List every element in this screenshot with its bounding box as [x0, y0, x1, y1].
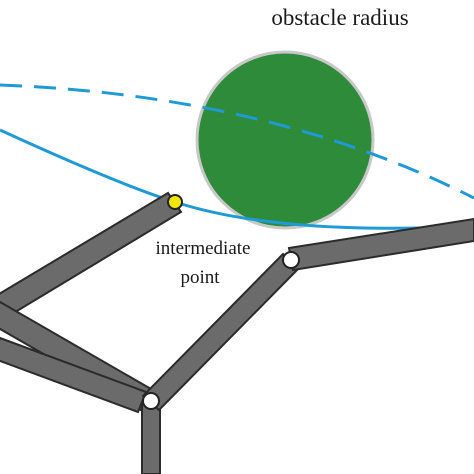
link-b2 [141, 252, 301, 412]
joint-base [142, 392, 160, 410]
link-a1 [0, 191, 183, 322]
intermediate-label-line2: point [180, 267, 220, 288]
joint-elbow [282, 251, 300, 269]
link-b1 [0, 336, 148, 414]
dashed-trajectory [0, 83, 474, 200]
intermediate-point-marker [167, 194, 183, 210]
obstacle-label: obstacle radius [271, 5, 408, 30]
obstacle-circle [195, 50, 375, 230]
intermediate-label-line1: intermediate [156, 238, 251, 259]
link-b-base [141, 399, 161, 474]
solid-trajectory [0, 128, 474, 230]
robot-arm-b [0, 217, 474, 474]
